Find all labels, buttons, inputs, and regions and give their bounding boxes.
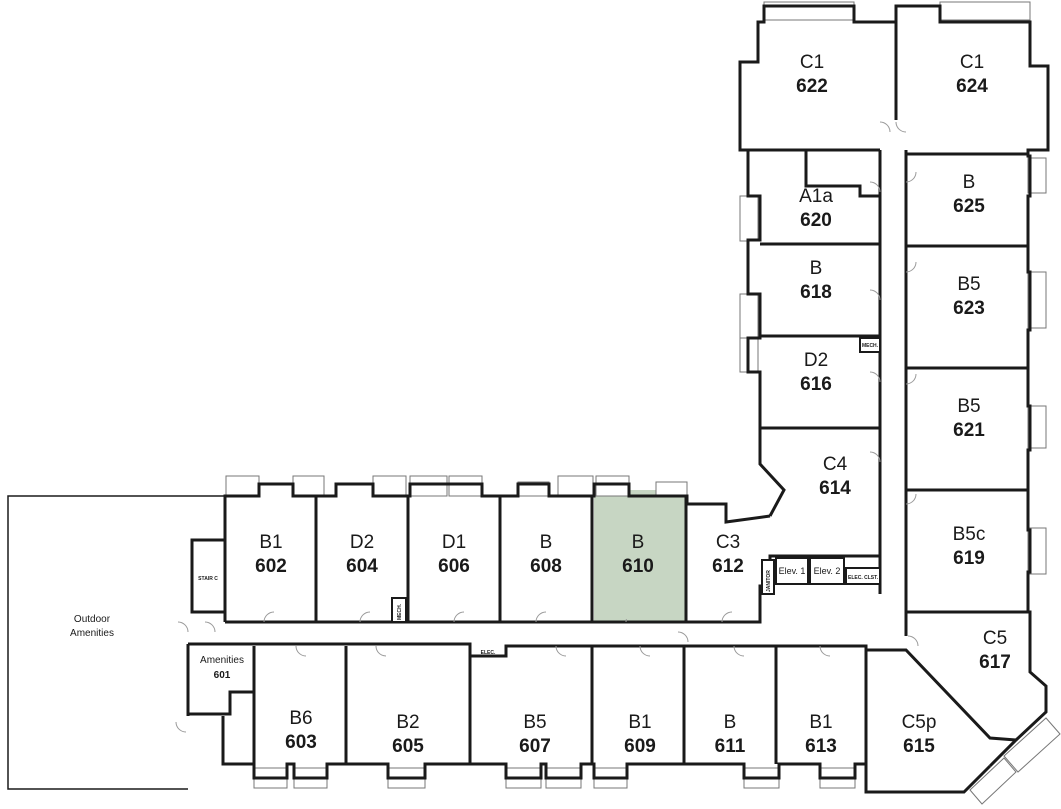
unit-618[interactable]: B 618 bbox=[763, 247, 877, 333]
outdoor-amenities-outline bbox=[7, 495, 225, 790]
unit-type-label: B6 bbox=[289, 708, 312, 729]
unit-type-label: B5 bbox=[523, 712, 546, 733]
janitor-label: JANITOR bbox=[766, 570, 772, 592]
unit-number-label: 603 bbox=[285, 732, 317, 753]
doors bbox=[175, 121, 919, 733]
unit-type-label: B5 bbox=[957, 274, 980, 295]
units-layer: B1602D2604D1606B608B610C3612B6603B2605B5… bbox=[228, 25, 1045, 787]
unit-608[interactable]: B 608 bbox=[503, 499, 589, 619]
unit-number-label: 617 bbox=[979, 652, 1011, 673]
unit-number-label: 613 bbox=[805, 736, 837, 757]
unit-number-label: 619 bbox=[953, 548, 985, 569]
elevator-1-label[interactable]: Elev. 1 bbox=[779, 566, 806, 576]
unit-number-label: 623 bbox=[953, 298, 985, 319]
unit-type-label: D1 bbox=[442, 532, 466, 553]
unit-number-label: 610 bbox=[622, 556, 654, 577]
amenities-room-label: Amenities bbox=[200, 655, 244, 666]
stair-label: STAIR C bbox=[198, 576, 218, 582]
unit-611[interactable]: B 611 bbox=[687, 649, 773, 761]
unit-type-label: B bbox=[632, 532, 645, 553]
unit-number-label: 620 bbox=[800, 210, 832, 231]
unit-number-label: 625 bbox=[953, 196, 985, 217]
unit-type-label: B5c bbox=[953, 524, 986, 545]
windows bbox=[225, 1, 1061, 805]
unit-type-label: C5 bbox=[983, 628, 1007, 649]
unit-number-label: 614 bbox=[819, 478, 851, 499]
unit-number-label: 607 bbox=[519, 736, 551, 757]
unit-type-label: B2 bbox=[396, 712, 419, 733]
utility-spaces bbox=[391, 337, 881, 658]
unit-type-label: B1 bbox=[809, 712, 832, 733]
unit-number-label: 605 bbox=[392, 736, 424, 757]
unit-number-label: 611 bbox=[715, 736, 746, 757]
unit-610-area[interactable] bbox=[595, 499, 683, 619]
elevator-2-label[interactable]: Elev. 2 bbox=[814, 566, 841, 576]
unit-617-area[interactable] bbox=[909, 615, 1043, 709]
unit-number-label: 624 bbox=[956, 76, 988, 97]
unit-type-label: B5 bbox=[957, 396, 980, 417]
unit-type-label: A1a bbox=[799, 186, 833, 207]
unit-type-label: C3 bbox=[716, 532, 740, 553]
amenities-room-number: 601 bbox=[214, 670, 231, 681]
unit-number-label: 616 bbox=[800, 374, 832, 395]
unit-type-label: D2 bbox=[804, 350, 828, 371]
unit-number-label: 615 bbox=[903, 736, 935, 757]
outdoor-amenities-label-2: Amenities bbox=[70, 628, 114, 639]
outdoor-amenities-label: Outdoor bbox=[74, 614, 111, 625]
unit-type-label: B1 bbox=[259, 532, 282, 553]
unit-number-label: 622 bbox=[796, 76, 828, 97]
unit-type-label: C4 bbox=[823, 454, 848, 475]
unit-number-label: 604 bbox=[346, 556, 378, 577]
unit-type-label: B bbox=[963, 172, 976, 193]
unit-number-label: 621 bbox=[953, 420, 985, 441]
unit-610[interactable]: B 610 bbox=[595, 499, 683, 619]
unit-type-label: D2 bbox=[350, 532, 374, 553]
unit-number-label: 612 bbox=[712, 556, 744, 577]
unit-625[interactable]: B 625 bbox=[909, 157, 1025, 243]
unit-type-label: B bbox=[540, 532, 553, 553]
unit-number-label: 608 bbox=[530, 556, 562, 577]
elec-corridor-label: ELEC. bbox=[481, 650, 496, 656]
elec-closet-label: ELEC. CLST. bbox=[848, 575, 879, 581]
mech-616-label: MECH. bbox=[862, 343, 879, 349]
unit-number-label: 606 bbox=[438, 556, 470, 577]
unit-type-label: C1 bbox=[800, 52, 824, 73]
unit-type-label: B bbox=[810, 258, 823, 279]
unit-number-label: 618 bbox=[800, 282, 832, 303]
unit-type-label: C5p bbox=[902, 712, 937, 733]
unit-number-label: 602 bbox=[255, 556, 287, 577]
unit-type-label: B bbox=[724, 712, 737, 733]
unit-type-label: B1 bbox=[628, 712, 651, 733]
unit-number-label: 609 bbox=[624, 736, 656, 757]
unit-type-label: C1 bbox=[960, 52, 984, 73]
mech-604-label: MECH. bbox=[397, 603, 403, 620]
